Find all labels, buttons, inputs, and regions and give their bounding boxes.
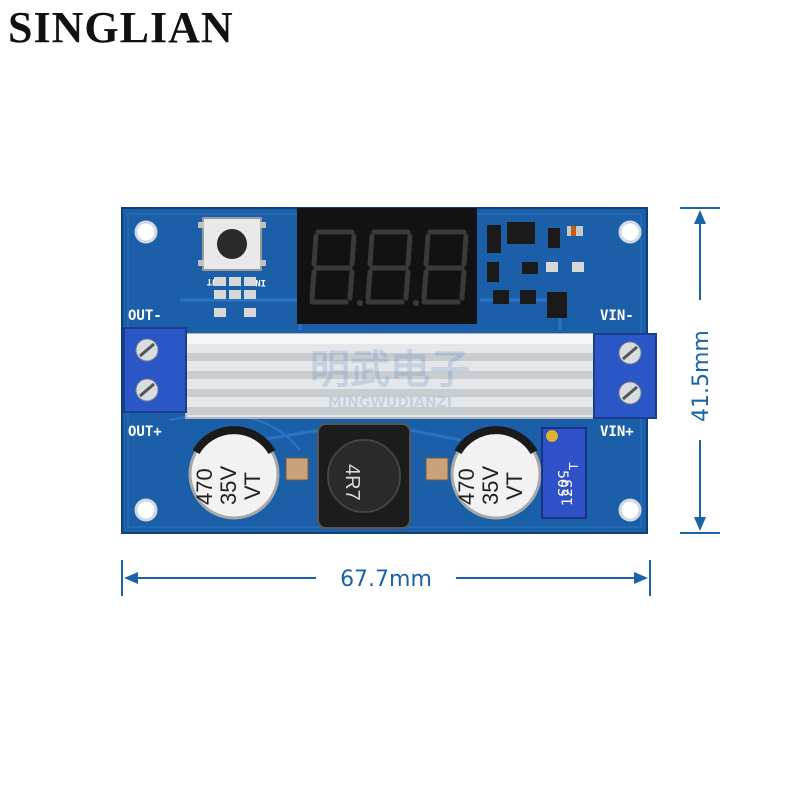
svg-text:明武电子: 明武电子	[310, 347, 470, 393]
width-dimension	[121, 560, 651, 596]
out-plus-label: OUT+	[128, 424, 162, 440]
push-button	[198, 217, 266, 271]
svg-text:35V: 35V	[478, 466, 503, 505]
vin-plus-label: VIN+	[600, 424, 634, 440]
capacitor-left: 470 35V VT	[188, 426, 280, 520]
out-minus-label: OUT-	[128, 308, 162, 324]
vin-minus-label: VIN-	[600, 308, 634, 324]
svg-text:T: T	[567, 462, 581, 471]
svg-text:MINGWUDIANZI: MINGWUDIANZI	[328, 395, 452, 411]
trimmer-potentiometer: 123 503 T	[541, 427, 587, 519]
svg-text:35V: 35V	[216, 466, 241, 505]
svg-text:4R7: 4R7	[341, 464, 363, 501]
terminal-block-left	[123, 327, 187, 413]
width-label: 67.7mm	[340, 567, 432, 592]
svg-text:VT: VT	[502, 472, 527, 500]
smd-components	[487, 222, 584, 318]
svg-text:503: 503	[554, 470, 570, 497]
svg-text:123: 123	[560, 479, 576, 506]
inductor: 4R7	[317, 423, 411, 529]
terminal-block-right	[593, 333, 657, 419]
height-dimension	[680, 207, 720, 534]
indicator-leds: OUT IN	[206, 276, 266, 317]
svg-text:470: 470	[192, 468, 217, 505]
height-label: 41.5mm	[689, 330, 714, 422]
svg-text:470: 470	[454, 468, 479, 505]
brand-logo: SINGLIAN	[8, 3, 234, 52]
heatsink	[185, 333, 595, 419]
seven-segment-display	[297, 208, 477, 324]
capacitor-right: 470 35V VT	[450, 426, 542, 520]
svg-text:VT: VT	[240, 472, 265, 500]
in-small-label: IN	[255, 277, 266, 287]
watermark: 明武电子 MINGWUDIANZI	[310, 347, 470, 411]
mounting-holes	[134, 220, 642, 522]
